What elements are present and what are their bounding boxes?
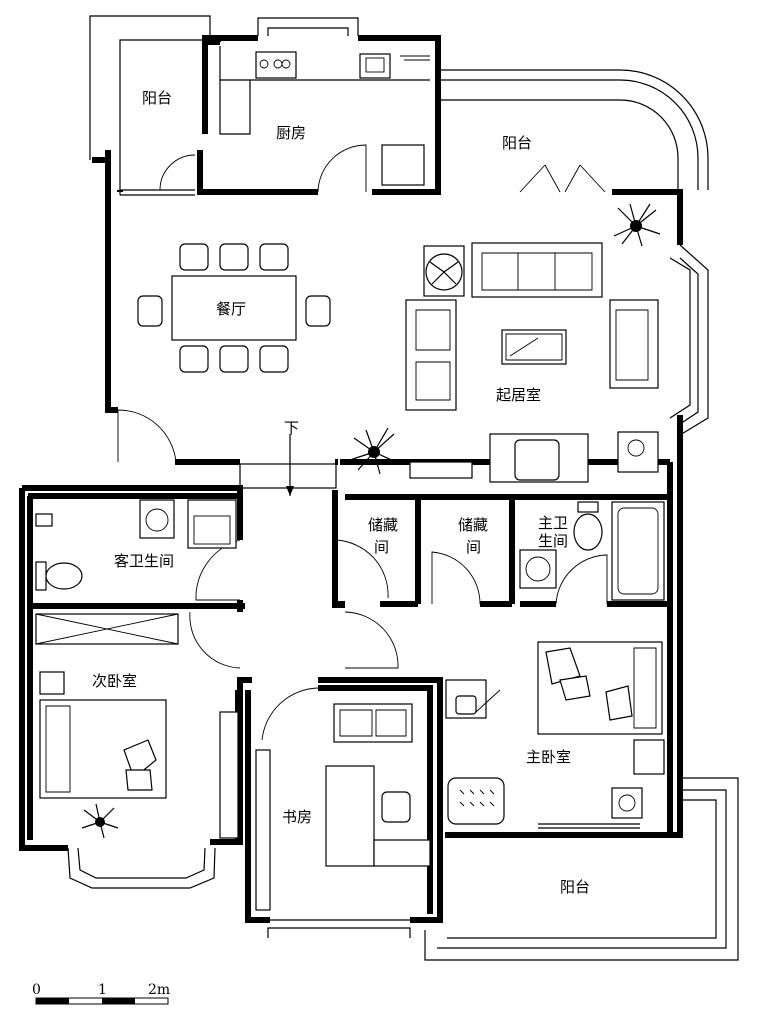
kitchen-counter: [219, 46, 430, 186]
label-storage-2a: 储藏: [458, 516, 488, 534]
scale-tick-1: 1: [98, 982, 107, 998]
scale-bar: 0 1 2m: [32, 982, 170, 1005]
label-balcony-nw: 阳台: [142, 89, 172, 107]
label-storage-1b: 间: [374, 538, 389, 556]
balcony-nw-outline: [89, 15, 211, 196]
living-set: [405, 242, 659, 483]
kitchen-window-top: [257, 17, 359, 36]
scale-tick-0: 0: [32, 982, 41, 998]
label-master-bath-b: 生间: [538, 532, 568, 550]
balcony-se-outline: [424, 777, 739, 961]
wardrobe: [35, 613, 179, 645]
entry-threshold: [239, 463, 337, 489]
label-kitchen: 厨房: [276, 124, 306, 142]
label-storage-1a: 储藏: [368, 516, 398, 534]
label-master-bath-a: 主卫: [538, 514, 568, 532]
label-dining: 餐厅: [216, 300, 246, 318]
plant-icon: [613, 203, 661, 247]
label-balcony-se: 阳台: [560, 878, 590, 896]
guest-bath-fixtures: [35, 499, 237, 591]
label-storage-2b: 间: [466, 538, 481, 556]
study-furniture: [255, 703, 431, 911]
label-study: 书房: [282, 808, 312, 826]
label-master-bedroom: 主卧室: [526, 748, 571, 766]
scale-tick-2: 2m: [148, 982, 170, 998]
second-bedroom-furniture: [39, 671, 239, 839]
dining-set: [137, 243, 331, 373]
plant-icon: [349, 427, 397, 475]
label-second-bedroom: 次卧室: [92, 672, 137, 690]
master-bath-fixtures: [519, 501, 665, 601]
label-stair-down: 下: [284, 419, 299, 437]
plant-icon: [81, 803, 119, 839]
label-guest-bath: 客卫生间: [114, 552, 174, 570]
label-balcony-n: 阳台: [502, 134, 532, 152]
balcony-n-outline: [438, 69, 709, 193]
plant-icon: [425, 253, 463, 291]
label-living: 起居室: [496, 386, 541, 404]
master-bedroom-furniture: [445, 641, 665, 829]
stair-down-arrow: [286, 434, 294, 496]
